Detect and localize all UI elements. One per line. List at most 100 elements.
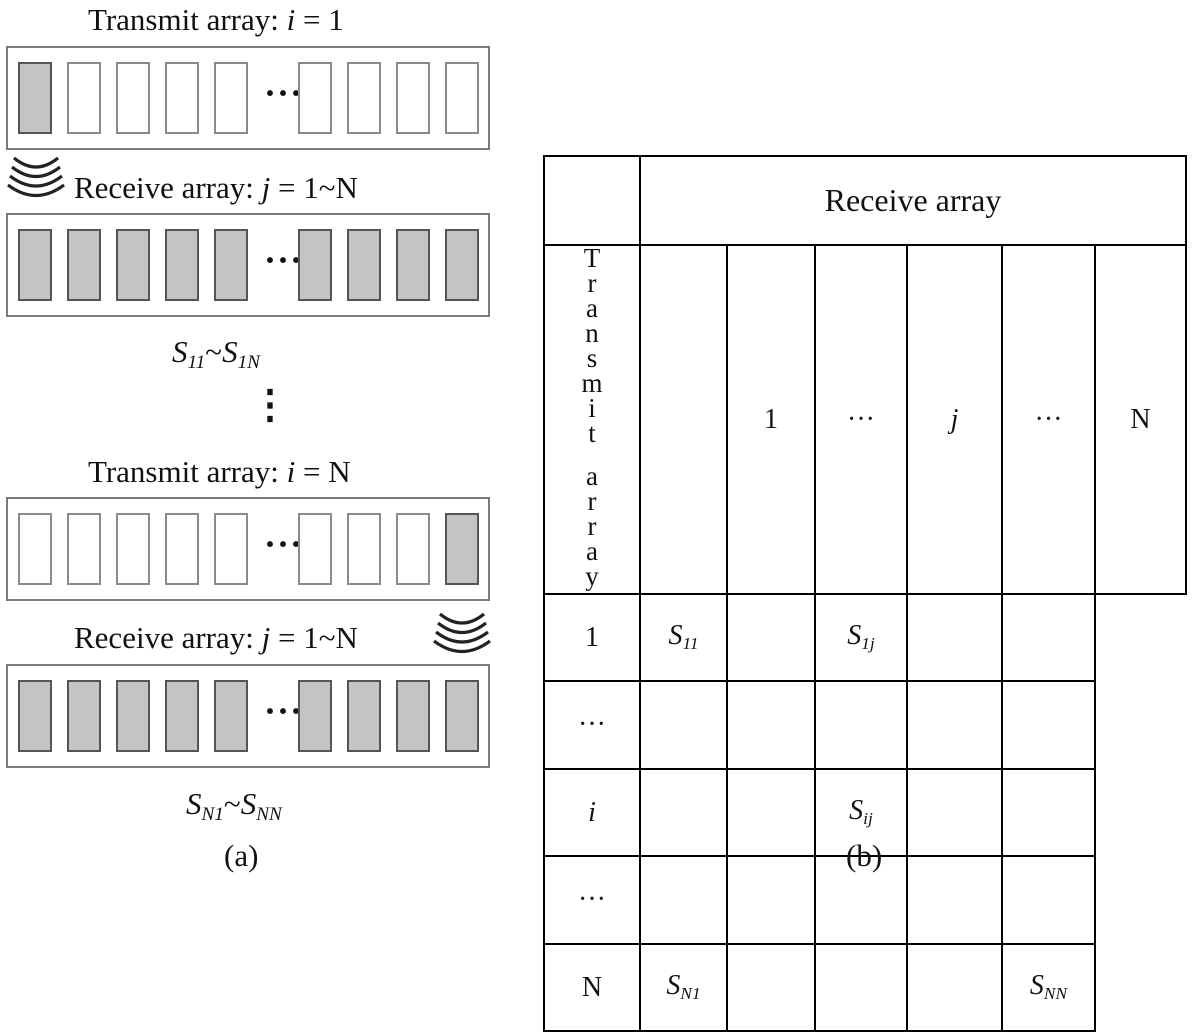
array-element (67, 513, 101, 585)
matrix-cell (1001, 593, 1096, 682)
signal-subscript: 1j (861, 634, 875, 654)
row-header: ··· (543, 855, 641, 945)
array-ellipsis: ··· (264, 73, 304, 113)
array-ellipsis: ··· (264, 691, 304, 731)
matrix-cell: SNN (1001, 943, 1096, 1032)
array-element-active (165, 229, 199, 301)
matrix-cell (906, 593, 1003, 682)
array-element-active (18, 680, 52, 752)
array-element (116, 513, 150, 585)
col-header: ··· (814, 244, 908, 595)
matrix-cell: S1j (814, 593, 908, 682)
col-header: ··· (1001, 244, 1096, 595)
signal-subscript: NN (1043, 984, 1068, 1004)
vertical-label-char: s (586, 343, 598, 373)
caption-b: (b) (846, 838, 883, 873)
matrix-cell (906, 943, 1003, 1032)
array-element (165, 513, 199, 585)
wave-emission-icon (7, 156, 65, 197)
matrix-cell (906, 855, 1003, 945)
signal-symbol: S (668, 620, 683, 652)
matrix-cell: Sij (814, 768, 908, 857)
array-element (18, 513, 52, 585)
receive-array-first: ··· (6, 213, 490, 317)
matrix-cell (639, 855, 728, 945)
array-element-active (445, 229, 479, 301)
array-element (214, 62, 248, 134)
array-element-active (214, 680, 248, 752)
array-element-active (116, 680, 150, 752)
vertical-ellipsis: ⋮ (250, 382, 290, 427)
array-element (396, 513, 430, 585)
array-element (298, 513, 332, 585)
receive-array-last: ··· (6, 664, 490, 768)
matrix-cell (726, 855, 816, 945)
matrix-cell (639, 768, 728, 857)
transmit-array-first: ··· (6, 46, 490, 150)
array-element-active (67, 680, 101, 752)
vertical-label-char: m (581, 368, 603, 398)
matrix-cell (726, 768, 816, 857)
matrix-cell (1001, 680, 1096, 770)
array-element-active (116, 229, 150, 301)
vertical-label-char: a (586, 293, 598, 323)
array-ellipsis: ··· (264, 240, 304, 280)
col-header: j (906, 244, 1003, 595)
matrix-cell (726, 593, 816, 682)
array-element-active (445, 513, 479, 585)
table-header-empty-cell (639, 244, 728, 595)
array-element (445, 62, 479, 134)
table-row: i Sij (543, 768, 1186, 857)
row-header: i (543, 768, 641, 857)
vertical-label-char: r (587, 511, 597, 541)
matrix-cell (726, 943, 816, 1032)
array-element-active (445, 680, 479, 752)
matrix-cell: S11 (639, 593, 728, 682)
array-element-active (67, 229, 101, 301)
array-element (116, 62, 150, 134)
vertical-label-char: a (586, 536, 598, 566)
vertical-label-char: T (583, 245, 601, 273)
array-element-active (298, 229, 332, 301)
array-element-active (396, 229, 430, 301)
matrix-cell (906, 680, 1003, 770)
array-ellipsis: ··· (264, 524, 304, 564)
array-element-active (396, 680, 430, 752)
signal-symbol: S (847, 620, 862, 652)
matrix-cell: SN1 (639, 943, 728, 1032)
array-element-active (18, 62, 52, 134)
signal-subscript: N1 (680, 984, 701, 1004)
array-element-active (298, 680, 332, 752)
signal-range-last: SN1~SNN (186, 786, 282, 825)
vertical-label-char: r (587, 268, 597, 298)
matrix-cell (814, 943, 908, 1032)
array-element (298, 62, 332, 134)
wave-emission-icon (433, 612, 491, 653)
array-element (165, 62, 199, 134)
vertical-label-char: i (588, 393, 596, 423)
table-corner-cell (543, 155, 641, 246)
row-header: N (543, 943, 641, 1032)
signal-subscript: 11 (682, 634, 699, 654)
matrix-cell (639, 680, 728, 770)
matrix-cell (726, 680, 816, 770)
array-element (67, 62, 101, 134)
transmit-array-title-last: Transmit array: i = N (88, 454, 351, 489)
array-element-active (165, 680, 199, 752)
signal-subscript: ij (863, 809, 873, 829)
receive-array-title-first: Receive array: j = 1~N (74, 170, 358, 205)
matrix-cell (814, 680, 908, 770)
array-element-active (347, 680, 381, 752)
signal-symbol: S (1029, 970, 1044, 1002)
vertical-label-char: r (587, 486, 597, 516)
signal-symbol: S (666, 970, 681, 1002)
matrix-cell (1001, 855, 1096, 945)
transmit-array-last: ··· (6, 497, 490, 601)
array-element-active (347, 229, 381, 301)
caption-a: (a) (224, 838, 259, 873)
array-element (214, 513, 248, 585)
